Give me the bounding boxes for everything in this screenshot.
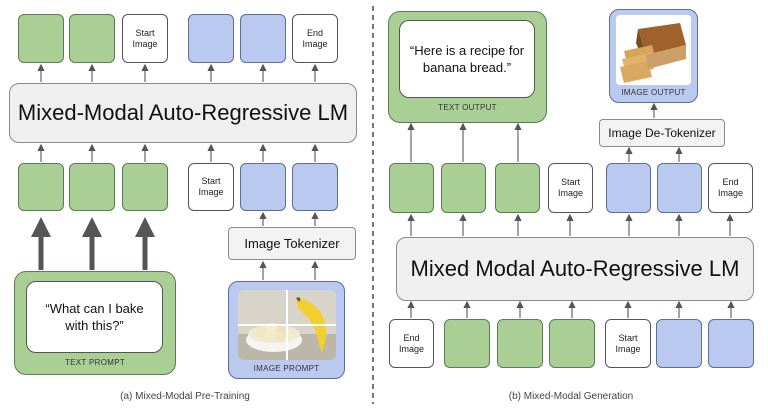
text-token xyxy=(441,163,486,213)
right-caption: (b) Mixed-Modal Generation xyxy=(508,391,634,402)
end-image-token: End Image xyxy=(389,319,434,368)
banana-bread-image xyxy=(616,15,691,85)
lm-label: Mixed Modal Auto-Regressive LM xyxy=(410,256,740,281)
image-token xyxy=(708,319,754,368)
text-token xyxy=(389,163,434,213)
image-token xyxy=(188,14,234,63)
image-output-frame: IMAGE OUTPUT xyxy=(609,9,698,103)
text-token xyxy=(69,14,115,63)
left-caption: (a) Mixed-Modal Pre-Training xyxy=(120,391,250,402)
image-prompt-label: IMAGE PROMPT xyxy=(253,364,320,373)
end-image-token: End Image xyxy=(708,163,753,213)
text-token xyxy=(495,163,540,213)
text-token xyxy=(122,163,168,211)
image-output-label: IMAGE OUTPUT xyxy=(621,88,686,97)
start-image-token: Start Image xyxy=(122,14,168,63)
text-token xyxy=(444,319,490,368)
image-token xyxy=(656,319,702,368)
text-token xyxy=(18,14,64,63)
right-panel: “Here is a recipe for banana bread.” TEX… xyxy=(376,0,768,409)
text-token xyxy=(549,319,595,368)
mixed-modal-lm-box: Mixed Modal Auto-Regressive LM xyxy=(396,237,754,301)
image-tokenizer-box: Image Tokenizer xyxy=(228,227,356,260)
text-prompt-label: TEXT PROMPT xyxy=(64,358,126,367)
text-output-frame: “Here is a recipe for banana bread.” TEX… xyxy=(388,11,547,123)
text-token xyxy=(18,163,64,211)
lm-label: Mixed-Modal Auto-Regressive LM xyxy=(17,100,349,125)
image-token xyxy=(606,163,651,213)
image-detokenizer-box: Image De-Tokenizer xyxy=(599,119,725,147)
start-image-token: Start Image xyxy=(605,319,651,368)
start-image-token: Start Image xyxy=(188,163,234,211)
text-prompt-frame: “What can I bake with this?” TEXT PROMPT xyxy=(14,271,176,375)
text-token xyxy=(497,319,543,368)
image-token xyxy=(240,14,286,63)
end-image-token: End Image xyxy=(292,14,338,63)
image-token xyxy=(240,163,286,211)
text-output-content: “Here is a recipe for banana bread.” xyxy=(399,20,535,98)
start-image-token: Start Image xyxy=(548,163,593,213)
image-prompt-frame: IMAGE PROMPT xyxy=(228,281,345,379)
mixed-modal-lm-box: Mixed-Modal Auto-Regressive LM xyxy=(9,83,357,143)
banana-bowl-image xyxy=(238,290,336,360)
left-panel: Start Image End Image Mixed-Modal Auto-R… xyxy=(0,0,370,409)
text-token xyxy=(69,163,115,211)
text-prompt-content: “What can I bake with this?” xyxy=(26,281,163,353)
image-token xyxy=(292,163,338,211)
image-token xyxy=(657,163,702,213)
text-output-label: TEXT OUTPUT xyxy=(438,103,497,112)
